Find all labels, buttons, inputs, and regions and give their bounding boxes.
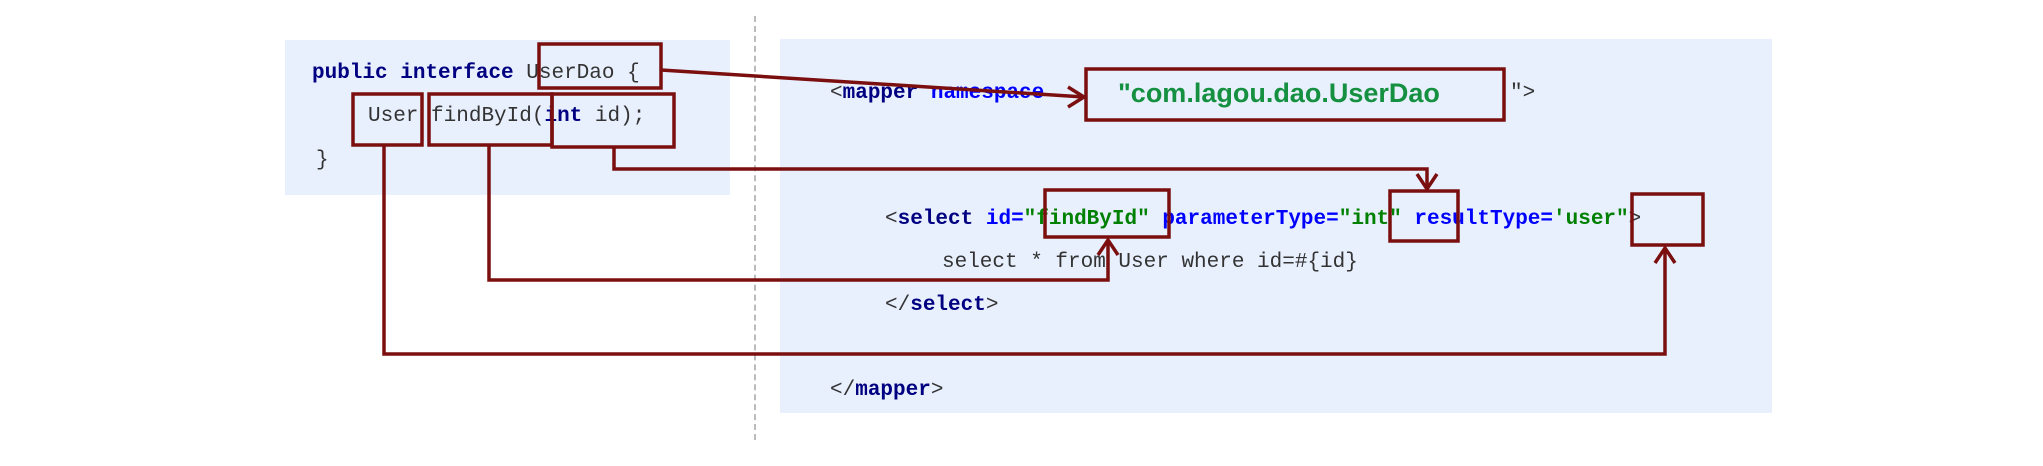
select-tag: select <box>897 208 974 231</box>
keyword-public: public <box>312 62 388 85</box>
select-close-tag: select <box>910 294 986 317</box>
result-type-attr: resultType <box>1414 208 1541 231</box>
brace-open: { <box>627 62 640 85</box>
highlight-parameter <box>550 92 676 149</box>
method-signature-line: User findById(int id); <box>368 104 645 130</box>
param-name: id <box>594 105 621 128</box>
result-type-value: 'user" <box>1553 208 1629 231</box>
mapper-close-lt: </ <box>830 379 856 402</box>
parameter-type-value: "int" <box>1338 208 1402 231</box>
highlight-result-type <box>1630 192 1705 247</box>
arrow-interface-to-namespace <box>660 68 1085 99</box>
namespace-value: "com.lagou.dao.UserDao <box>1118 78 1440 109</box>
sql-statement: select * from User where id=#{id} <box>942 251 1358 274</box>
highlight-return-type <box>351 92 424 147</box>
brace-close: } <box>316 149 329 172</box>
sql-statement-line: select * from User where id=#{id} <box>942 250 1358 276</box>
highlight-namespace <box>1084 67 1506 122</box>
highlight-interface-name <box>537 42 663 90</box>
keyword-int: int <box>544 105 583 128</box>
result-type-eq: = <box>1540 208 1554 231</box>
mapper-close-tag: mapper <box>855 379 931 402</box>
parameter-type-attr: parameterType <box>1162 208 1327 231</box>
arrow-param-to-parameter-type <box>612 147 1429 189</box>
arrow-head-namespace <box>1067 85 1088 109</box>
highlight-select-id <box>1043 188 1171 239</box>
id-value: "findById" <box>1023 208 1150 231</box>
brace-close-line: } <box>316 148 329 174</box>
paren-close: ); <box>620 105 646 128</box>
select-open-line: <select id="findById" parameterType="int… <box>885 207 1641 233</box>
highlight-parameter-type <box>1388 189 1460 243</box>
select-close-lt: </ <box>885 294 911 317</box>
arrow-head-select-id <box>1096 236 1120 256</box>
arrow-head-parameter-type <box>1415 173 1439 193</box>
interface-declaration-line: public interface UserDao { <box>312 61 640 87</box>
mapper-tag: mapper <box>842 82 919 105</box>
parameter-type-eq: = <box>1326 208 1339 231</box>
id-eq: = <box>1011 208 1024 231</box>
namespace-close-text: "> <box>1510 82 1536 105</box>
return-type: User <box>368 105 419 128</box>
dashed-divider <box>754 16 756 440</box>
mapper-close-line: </mapper> <box>830 378 943 404</box>
interface-name: UserDao <box>526 62 615 85</box>
highlight-method-name <box>427 92 554 147</box>
paren-open: ( <box>531 105 545 128</box>
select-close-gt: > <box>985 294 999 317</box>
arrow-method-to-select-id <box>487 145 1110 282</box>
keyword-interface: interface <box>400 62 514 85</box>
namespace-value-text: "com.lagou.dao.UserDao <box>1118 78 1440 108</box>
id-attr: id <box>985 208 1012 231</box>
arrow-return-to-result-type <box>382 145 1667 356</box>
method-name: findById <box>431 105 532 128</box>
xml-mapper-panel <box>780 39 1772 413</box>
namespace-close: "> <box>1510 81 1535 107</box>
arrow-head-result-type <box>1653 244 1677 264</box>
mapper-lt: < <box>830 82 843 105</box>
mapper-close-gt: > <box>930 379 944 402</box>
select-lt: < <box>885 208 898 231</box>
select-close-line: </select> <box>885 293 998 319</box>
